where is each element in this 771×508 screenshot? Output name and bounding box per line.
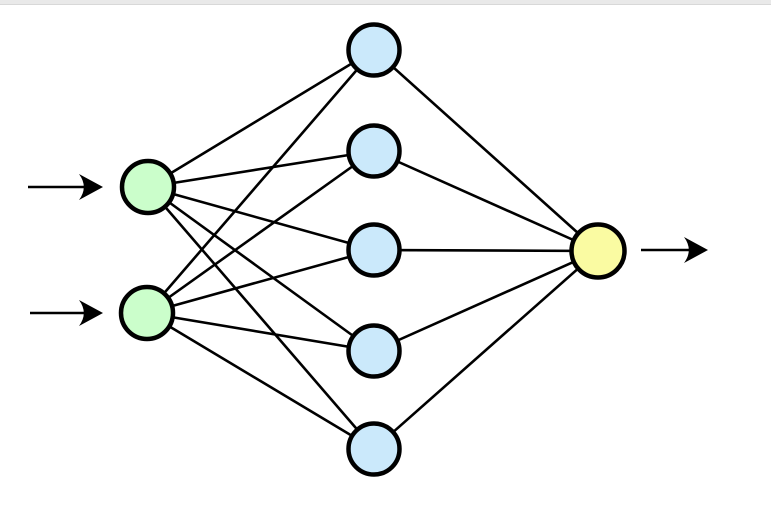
edge-input-1-hidden-1 — [147, 48, 375, 189]
node-input-1 — [119, 158, 177, 216]
edge-input-2-hidden-1 — [146, 49, 375, 314]
edge-hidden-4-output-1 — [373, 249, 599, 353]
node-hidden-3 — [346, 222, 402, 278]
edge-hidden-3-output-1 — [373, 248, 599, 253]
edge-hidden-2-output-1 — [373, 149, 599, 253]
edge-input-2-hidden-3 — [146, 248, 375, 315]
node-hidden-1 — [346, 22, 402, 78]
top-border-strip — [0, 0, 771, 5]
edge-input-1-hidden-4 — [147, 185, 375, 353]
input-arrow-2 — [30, 300, 103, 326]
input-arrow-1 — [28, 174, 103, 200]
edge-input-1-hidden-2 — [147, 149, 375, 189]
edge-hidden-5-output-1 — [373, 250, 599, 450]
input-arrow-2-head-icon — [79, 300, 103, 326]
edge-input-2-hidden-4 — [146, 311, 375, 353]
node-hidden-2 — [346, 123, 402, 179]
node-output-1 — [569, 222, 627, 280]
output-arrow-head-icon — [684, 237, 708, 263]
edge-hidden-1-output-1 — [373, 49, 599, 252]
input-arrow-1-head-icon — [79, 174, 103, 200]
node-hidden-5 — [346, 421, 402, 477]
edge-input-1-hidden-5 — [147, 186, 375, 450]
edge-input-2-hidden-5 — [146, 311, 375, 451]
output-arrow — [641, 237, 708, 263]
edge-input-2-hidden-2 — [146, 149, 375, 315]
edge-input-1-hidden-3 — [147, 185, 375, 252]
node-input-2 — [118, 284, 176, 342]
node-hidden-4 — [346, 323, 402, 379]
